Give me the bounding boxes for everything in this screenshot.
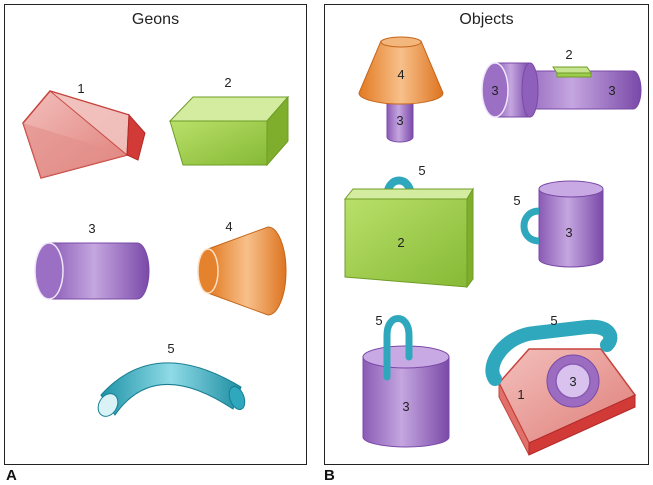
telephone-object: 5 1 3 bbox=[485, 313, 637, 456]
telephone-base-label: 1 bbox=[517, 387, 524, 402]
telephone-receiver-label: 5 bbox=[550, 313, 557, 328]
briefcase-handle-label: 5 bbox=[418, 163, 425, 178]
lamp-shade-label: 4 bbox=[397, 67, 404, 82]
geons-panel: Geons 1 2 3 4 bbox=[4, 4, 307, 465]
geon-3-cylinder: 3 bbox=[34, 221, 150, 300]
panel-a-letter: A bbox=[6, 467, 17, 484]
geon-4-cone: 4 bbox=[197, 219, 287, 316]
briefcase-body-label: 2 bbox=[397, 235, 404, 250]
flashlight-switch-label: 2 bbox=[565, 47, 572, 62]
telephone-dial-label: 3 bbox=[569, 374, 576, 389]
briefcase-object: 5 2 bbox=[343, 163, 474, 289]
lamp-base-label: 3 bbox=[396, 113, 403, 128]
geon-4-label: 4 bbox=[225, 219, 232, 234]
geon-1-wedge: 1 bbox=[22, 81, 146, 179]
objects-panel: Objects 4 3 2 3 3 5 2 bbox=[324, 4, 649, 465]
geon-1-label: 1 bbox=[77, 81, 84, 96]
mug-body-label: 3 bbox=[565, 225, 572, 240]
geons-illustration: 1 2 3 4 5 bbox=[22, 75, 290, 417]
geons-title: Geons bbox=[131, 11, 180, 28]
bucket-body-label: 3 bbox=[402, 399, 409, 414]
geon-2-label: 2 bbox=[224, 75, 231, 90]
flashlight-head-label: 3 bbox=[491, 83, 498, 98]
geon-5-tube: 5 bbox=[97, 341, 246, 417]
bucket-handle-label: 5 bbox=[375, 313, 382, 328]
bucket-object: 5 3 bbox=[362, 313, 450, 448]
geon-3-label: 3 bbox=[88, 221, 95, 236]
lamp-object: 4 3 bbox=[358, 36, 444, 143]
geon-2-brick: 2 bbox=[168, 75, 290, 167]
objects-title: Objects bbox=[459, 11, 514, 28]
flashlight-object: 2 3 3 bbox=[481, 47, 642, 118]
panel-b-letter: B bbox=[324, 467, 335, 484]
mug-object: 5 3 bbox=[513, 180, 604, 268]
objects-illustration: 4 3 2 3 3 5 2 5 bbox=[343, 36, 642, 456]
flashlight-body-label: 3 bbox=[608, 83, 615, 98]
mug-handle-label: 5 bbox=[513, 193, 520, 208]
geon-5-label: 5 bbox=[167, 341, 174, 356]
